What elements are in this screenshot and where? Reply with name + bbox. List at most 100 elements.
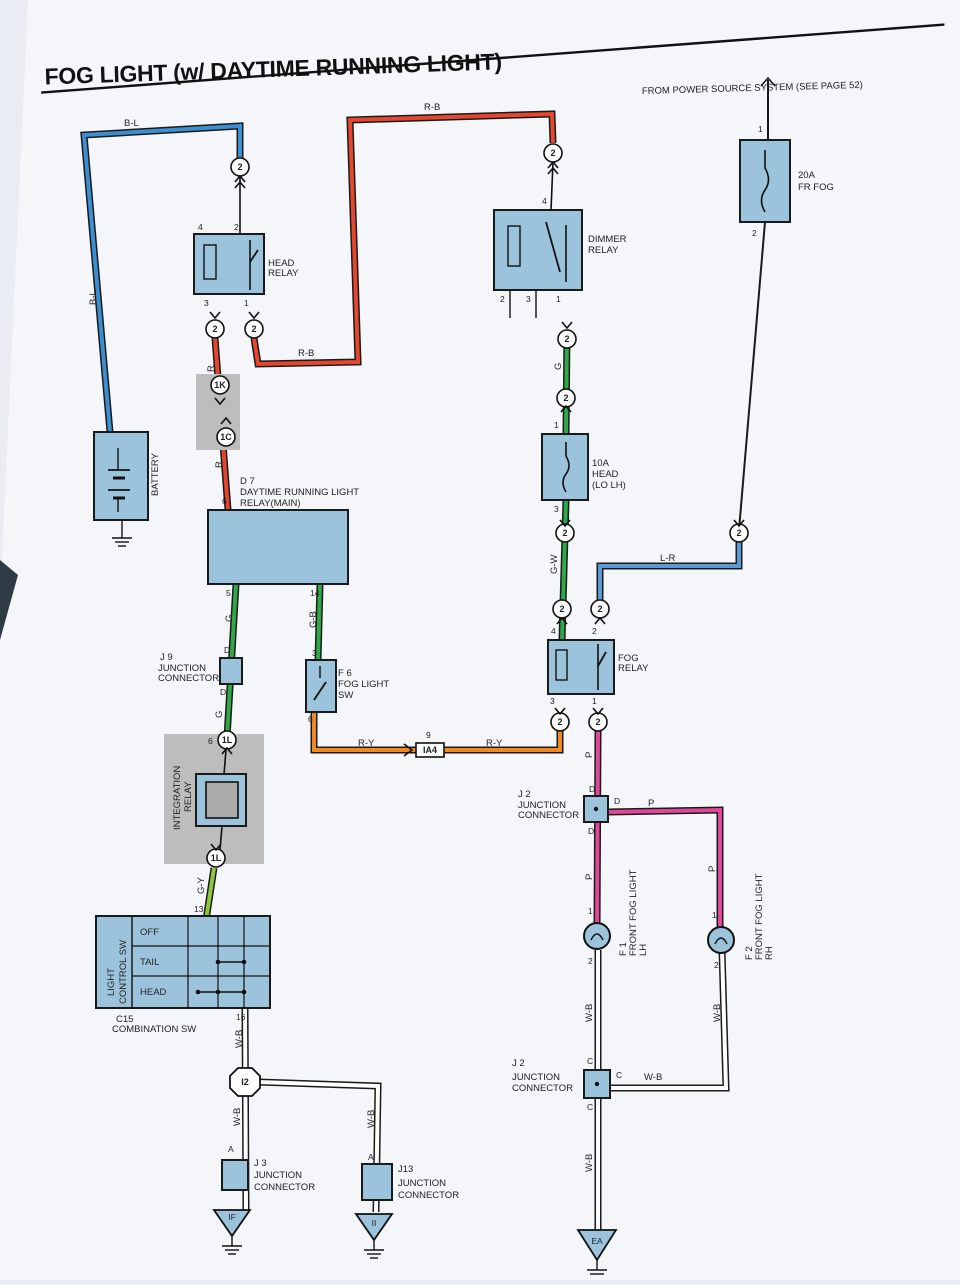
j3-label: JUNCTION — [254, 1170, 302, 1181]
dimmer-relay[interactable]: DIMMER RELAY — [493, 209, 627, 291]
connector-2[interactable]: 2 — [557, 329, 577, 349]
battery[interactable]: BATTERY — [93, 431, 161, 521]
ground-point-ea[interactable]: EA — [576, 1229, 618, 1275]
fog-light-sw-label-2: SW — [338, 690, 353, 701]
svg-text:2: 2 — [550, 148, 555, 158]
light-control-switch[interactable]: OFF TAIL HEAD LIGHT CONTROL SW — [95, 915, 271, 1009]
title-underline — [41, 23, 945, 94]
j9-label: JUNCTION — [158, 663, 206, 674]
lcs-position-off: OFF — [140, 927, 159, 938]
connector-ia4[interactable]: IA4 — [403, 742, 445, 758]
junction-connector-j9[interactable]: J 9 JUNCTION CONNECTOR — [158, 652, 243, 685]
j2-top-code: J 2 — [518, 789, 531, 800]
fog-light-switch[interactable]: F 6 FOG LIGHT SW — [305, 659, 389, 713]
drl-relay-label-2: RELAY(MAIN) — [240, 498, 301, 509]
j2-bottom-label-2: CONNECTOR — [512, 1083, 573, 1094]
head-relay[interactable]: HEAD RELAY — [193, 233, 299, 295]
pin-label: D — [588, 826, 594, 836]
ground-point-ii[interactable]: II — [354, 1213, 394, 1259]
j9-code: J 9 — [160, 652, 173, 663]
fog-relay[interactable]: FOG RELAY — [547, 639, 649, 695]
j3-label-2: CONNECTOR — [254, 1182, 315, 1193]
svg-text:2: 2 — [563, 393, 568, 403]
connector-2[interactable]: 2 — [556, 388, 576, 408]
connector-2[interactable]: 2 — [543, 143, 563, 163]
wire-label-r: R — [206, 365, 217, 372]
connector-2[interactable]: 2 — [550, 712, 570, 732]
wire-fr-fog — [738, 80, 769, 531]
integration-relay[interactable]: INTEGRATION RELAY — [172, 766, 247, 830]
daytime-running-light-relay[interactable]: D 7 DAYTIME RUNNING LIGHT RELAY(MAIN) — [207, 476, 359, 585]
integration-relay-label: INTEGRATION — [172, 766, 183, 830]
pin-label: 1 — [244, 298, 249, 308]
fuse-fr-fog-label: FR FOG — [798, 182, 834, 193]
wire-label-p: P — [584, 752, 595, 758]
junction-connector-j2-top[interactable]: J 2 JUNCTION CONNECTOR — [518, 789, 609, 823]
ground-icon — [112, 537, 132, 547]
junction-connector-j13[interactable]: J13 JUNCTION CONNECTOR — [361, 1163, 459, 1201]
connector-2[interactable]: 2 — [244, 319, 264, 339]
wire-label-p: P — [584, 874, 595, 880]
connector-2[interactable]: 2 — [590, 599, 610, 619]
pin-label: 6 — [222, 496, 227, 506]
wire-label-w-b: W-B — [584, 1154, 595, 1172]
svg-text:2: 2 — [562, 528, 567, 538]
pin-label: 1 — [554, 420, 559, 430]
combination-sw-label: COMBINATION SW — [112, 1024, 196, 1035]
wire-stub — [223, 749, 227, 775]
connector-2[interactable]: 2 — [205, 319, 225, 339]
wire-label-g-w: G-W — [549, 554, 560, 574]
pin-label: 3 — [550, 696, 555, 706]
svg-text:2: 2 — [564, 334, 569, 344]
connector-1k[interactable]: 1K — [210, 375, 230, 395]
pin-label: 14 — [310, 588, 320, 598]
pin-label: C — [587, 1102, 593, 1112]
connector-2[interactable]: 2 — [588, 712, 608, 732]
wire-label-p: P — [707, 866, 718, 872]
connector-2[interactable]: 2 — [729, 523, 749, 543]
junction-connector-j2-bottom[interactable]: J 2 JUNCTION CONNECTOR — [512, 1058, 611, 1099]
connector-1c[interactable]: 1C — [216, 427, 236, 447]
connector-1l[interactable]: 1L — [217, 730, 237, 750]
svg-text:2: 2 — [559, 604, 564, 614]
connector-1l[interactable]: 1L — [206, 848, 226, 868]
svg-text:1C: 1C — [220, 432, 232, 442]
j13-label: JUNCTION — [398, 1178, 446, 1189]
fuse-fr-fog-rating: 20A — [798, 170, 816, 181]
combination-sw-code: C15 — [116, 1014, 133, 1025]
wire-label-w-b: W-B — [234, 1030, 245, 1048]
pin-label: A — [228, 1144, 234, 1154]
lcs-label-2: CONTROL SW — [118, 940, 129, 1004]
integration-relay-label-2: RELAY — [183, 781, 194, 812]
connector-2[interactable]: 2 — [230, 157, 250, 177]
wire-label-g: G — [214, 711, 225, 718]
j13-label-2: CONNECTOR — [398, 1190, 459, 1201]
pin-label: 4 — [198, 222, 203, 232]
svg-text:2: 2 — [597, 604, 602, 614]
junction-connector-j3[interactable]: J 3 JUNCTION CONNECTOR — [221, 1158, 315, 1193]
j3-code: J 3 — [254, 1158, 267, 1169]
svg-text:2: 2 — [595, 717, 600, 727]
svg-text:2: 2 — [251, 324, 256, 334]
front-fog-light-lh[interactable]: F 1 FRONT FOG LIGHT LH — [583, 869, 649, 956]
connector-2[interactable]: 2 — [552, 599, 572, 619]
wire-p — [593, 729, 724, 931]
connector-i2[interactable]: I2 — [229, 1067, 261, 1097]
fog-lh-label: FRONT FOG LIGHT — [628, 869, 639, 956]
wire-stub — [550, 161, 554, 211]
wire-g-b — [314, 583, 324, 661]
front-fog-light-rh[interactable]: F 2 FRONT FOG LIGHT RH — [707, 873, 775, 960]
page-shadow — [0, 560, 18, 640]
pin-label: 13 — [194, 904, 204, 914]
svg-text:1L: 1L — [222, 735, 233, 745]
svg-text:2: 2 — [237, 162, 242, 172]
fuse-fr-fog[interactable]: 20A FR FOG — [739, 139, 834, 223]
wire-label-w-b: W-B — [644, 1072, 662, 1083]
fog-rh-label: FRONT FOG LIGHT — [754, 873, 765, 960]
fuse-head-lo-lh[interactable]: 10A HEAD (LO LH) — [541, 433, 626, 501]
pin-label: 1 — [556, 294, 561, 304]
fuse-head-label: HEAD — [592, 469, 619, 480]
ground-point-if[interactable]: IF — [212, 1209, 252, 1255]
connector-2[interactable]: 2 — [555, 523, 575, 543]
lcs-label: LIGHT — [106, 968, 117, 996]
